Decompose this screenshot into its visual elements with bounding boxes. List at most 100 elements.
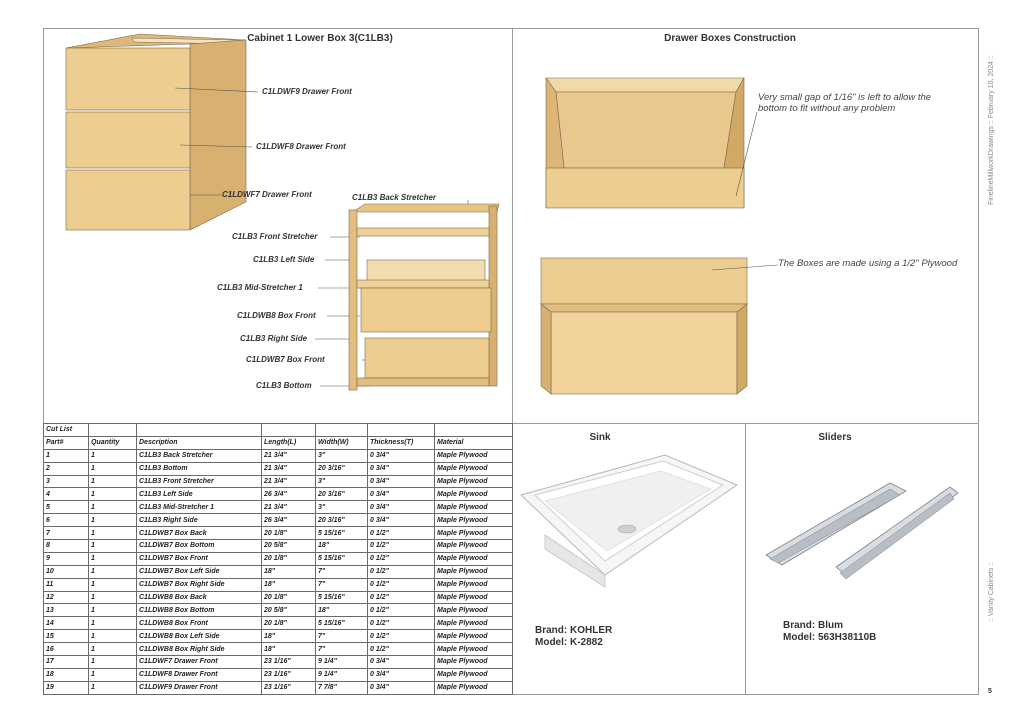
table-cell: 20 1/8": [261, 616, 316, 631]
callout-drawer-front-8: C1LDWF8 Drawer Front: [256, 142, 346, 151]
table-cell: 9 1/4": [315, 655, 368, 669]
table-cell: 0 1/2": [367, 616, 435, 631]
sliders-brand: Brand: Blum: [783, 620, 843, 631]
table-cell: 1: [88, 461, 137, 476]
table-cell: 1: [88, 551, 137, 566]
table-cell: Maple Plywood: [434, 590, 513, 605]
plywood-note: The Boxes are made using a 1/2" Plywood: [778, 258, 958, 269]
table-cell: 7": [315, 564, 368, 579]
table-cell: 1: [88, 526, 137, 541]
table-cell: Maple Plywood: [434, 667, 513, 682]
table-cell: 4: [43, 487, 89, 502]
table-cell: 1: [88, 680, 137, 695]
table-cell: 18: [43, 667, 89, 682]
table-cell: Maple Plywood: [434, 551, 513, 566]
table-cell: 0 1/2": [367, 564, 435, 579]
table-cell: 1: [88, 629, 137, 644]
table-cell: Maple Plywood: [434, 474, 513, 489]
table-cell: 5 15/16": [315, 616, 368, 631]
table-cell: 3": [315, 474, 368, 489]
table-cell: 18": [261, 629, 316, 644]
table-cell: 0 3/4": [367, 474, 435, 489]
sliders-image: [765, 482, 959, 580]
table-cell: Maple Plywood: [434, 487, 513, 502]
table-cell: 1: [88, 603, 137, 618]
table-cell: 13: [43, 603, 89, 618]
table-cell: 3: [43, 474, 89, 489]
side-margin-top-text: FinelineMillworkDrawings :: February 10,…: [988, 55, 995, 205]
table-cell: C1LB3 Front Stretcher: [136, 474, 262, 489]
table-cell: 1: [88, 655, 137, 669]
table-cell: Maple Plywood: [434, 680, 513, 695]
table-cell: 3": [315, 448, 368, 463]
callout-left-side: C1LB3 Left Side: [253, 255, 315, 264]
table-cell: 18": [261, 642, 316, 657]
table-cell: 5 15/16": [315, 551, 368, 566]
table-cell: 0 3/4": [367, 513, 435, 528]
cut-list-header-cell: Description: [136, 435, 262, 450]
table-cell: 0 1/2": [367, 539, 435, 553]
table-cell: 1: [88, 539, 137, 553]
closed-cabinet-illustration: [65, 33, 247, 231]
table-cell: 18": [261, 577, 316, 592]
table-cell: 18": [261, 564, 316, 579]
table-cell: Maple Plywood: [434, 642, 513, 657]
table-cell: 18": [315, 603, 368, 618]
table-cell: C1LDWB8 Box Bottom: [136, 603, 262, 618]
table-cell: C1LDWF9 Drawer Front: [136, 680, 262, 695]
table-cell: 1: [88, 642, 137, 657]
sliders-title: Sliders: [818, 432, 852, 443]
sink-title: Sink: [589, 432, 611, 443]
cut-list-title-row: Cut List: [43, 423, 513, 437]
table-cell: 23 1/16": [261, 667, 316, 682]
table-cell: 20 3/16": [315, 513, 368, 528]
callout-box-front-b7: C1LDWB7 Box Front: [246, 355, 325, 364]
table-cell: 0 1/2": [367, 551, 435, 566]
callout-front-stretcher: C1LB3 Front Stretcher: [232, 232, 318, 241]
table-cell: 6: [43, 513, 89, 528]
sink-brand: Brand: KOHLER: [535, 625, 613, 636]
drawer-construction-title: Drawer Boxes Construction: [664, 33, 796, 44]
table-cell: C1LB3 Bottom: [136, 461, 262, 476]
table-cell: C1LDWB7 Box Left Side: [136, 564, 262, 579]
table-cell: C1LB3 Back Stretcher: [136, 448, 262, 463]
table-cell: C1LDWB7 Box Front: [136, 551, 262, 566]
table-cell: Maple Plywood: [434, 603, 513, 618]
table-cell: 7": [315, 629, 368, 644]
table-cell: 0 3/4": [367, 667, 435, 682]
table-cell: 23 1/16": [261, 655, 316, 669]
drawing-sheet: [43, 28, 979, 695]
table-cell: Maple Plywood: [434, 461, 513, 476]
drawer-box-closed-illustration: [540, 257, 748, 395]
table-cell: 2: [43, 461, 89, 476]
table-cell: 1: [88, 577, 137, 592]
table-cell: 1: [88, 487, 137, 502]
table-cell: 3": [315, 500, 368, 515]
side-margin-bottom-text: :: Vanity Cabinets ::: [988, 561, 995, 622]
table-cell: 0 3/4": [367, 461, 435, 476]
table-cell: 19: [43, 680, 89, 695]
drawer-box-open-illustration: [545, 76, 745, 209]
table-cell: 14: [43, 616, 89, 631]
table-cell: Maple Plywood: [434, 448, 513, 463]
table-cell: C1LDWB8 Box Right Side: [136, 642, 262, 657]
table-cell: 0 3/4": [367, 680, 435, 695]
table-cell: 20 3/16": [315, 487, 368, 502]
table-cell: 20 1/8": [261, 526, 316, 541]
table-cell: Maple Plywood: [434, 500, 513, 515]
callout-right-side: C1LB3 Right Side: [240, 334, 308, 343]
sliders-model: Model: 563H38110B: [783, 632, 877, 643]
table-cell: 1: [88, 667, 137, 682]
table-cell: 21 3/4": [261, 448, 316, 463]
table-cell: C1LDWB7 Box Bottom: [136, 539, 262, 553]
